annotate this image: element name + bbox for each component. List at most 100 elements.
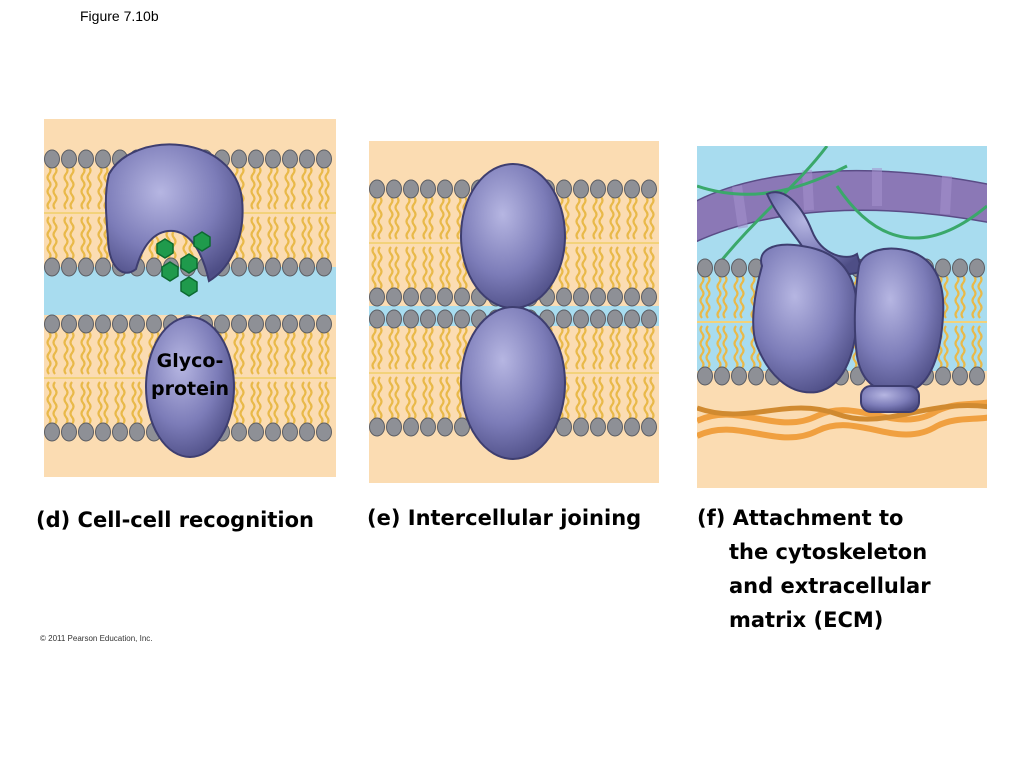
phospholipid-head (61, 422, 77, 442)
lipid-tail (445, 196, 451, 240)
lipid-tail (428, 326, 434, 370)
figure-title: Figure 7.10b (80, 8, 159, 24)
phospholipid-head (714, 366, 730, 386)
phospholipid-head (214, 314, 230, 334)
phospholipid-head (731, 366, 747, 386)
lipid-tail (324, 216, 330, 260)
lipid-tail (273, 381, 279, 425)
caption-text: (d) Cell-cell recognition (36, 508, 314, 532)
phospholipid-head (556, 309, 572, 329)
phospholipid-head (112, 314, 128, 334)
lipid-tail (439, 196, 445, 240)
lipid-tail (411, 326, 417, 370)
phospholipid-head (299, 422, 315, 442)
lipid-tail (456, 326, 462, 370)
lipid-tail (456, 246, 462, 290)
lipid-tail (103, 331, 109, 375)
lipid-tail (394, 326, 400, 370)
lipid-tail (284, 331, 290, 375)
lipid-tail (131, 331, 137, 375)
lipid-tail (290, 166, 296, 210)
phospholipid-head (714, 258, 730, 278)
phospholipid-head (697, 366, 713, 386)
lipid-tail (69, 381, 75, 425)
lipid-tail (69, 216, 75, 260)
lipid-tail (609, 196, 615, 240)
lipid-tail (615, 376, 621, 420)
caption-cell-cell-recognition: (d) Cell-cell recognition (36, 503, 314, 537)
phospholipid-head (299, 149, 315, 169)
phospholipid-head (316, 422, 332, 442)
lipid-tail (267, 166, 273, 210)
phospholipid-head (403, 287, 419, 307)
phospholipid-head (556, 179, 572, 199)
phospholipid-head (146, 257, 162, 277)
lipid-tail (405, 376, 411, 420)
lipid-tail (411, 376, 417, 420)
lipid-tail (120, 331, 126, 375)
phospholipid-head (386, 417, 402, 437)
phospholipid-head (44, 257, 60, 277)
phospholipid-head (386, 309, 402, 329)
lipid-tail (371, 246, 377, 290)
phospholipid-head (590, 287, 606, 307)
lipid-tail (411, 196, 417, 240)
phospholipid-head (129, 314, 145, 334)
phospholipid-head (265, 257, 281, 277)
lipid-tail (411, 246, 417, 290)
lipid-tail (439, 326, 445, 370)
caption-line: and extracellular (729, 574, 931, 598)
lipid-tail (564, 196, 570, 240)
phospholipid-head (129, 422, 145, 442)
glycoprotein-label: Glyco-protein (151, 350, 229, 400)
lipid-tail (564, 246, 570, 290)
phospholipid-head (590, 309, 606, 329)
ecm-binding-domain (860, 385, 920, 413)
phospholipid-head (78, 257, 94, 277)
phospholipid-head (248, 257, 264, 277)
lipid-tail (290, 331, 296, 375)
lipid-tail (649, 196, 655, 240)
phospholipid-head (61, 149, 77, 169)
phospholipid-head (78, 314, 94, 334)
caption-intercellular-joining: (e) Intercellular joining (367, 501, 641, 535)
lipid-tail (273, 166, 279, 210)
lipid-tail (377, 376, 383, 420)
lipid-tail (86, 331, 92, 375)
lipid-tail (318, 216, 324, 260)
lipid-tail (575, 246, 581, 290)
lipid-tail (575, 326, 581, 370)
cytoskeleton-filament (697, 169, 987, 243)
lipid-tail (46, 331, 52, 375)
lipid-tail (250, 216, 256, 260)
lipid-tail (377, 196, 383, 240)
lipid-tail (632, 246, 638, 290)
lipid-tail (598, 376, 604, 420)
phospholipid-head (624, 417, 640, 437)
lipid-tail (394, 196, 400, 240)
lipid-tail (120, 381, 126, 425)
phospholipid-head (386, 287, 402, 307)
lipid-tail (233, 331, 239, 375)
attachment-protein-right (853, 247, 945, 394)
carbohydrate-chain (156, 231, 211, 297)
phospholipid-head (420, 309, 436, 329)
phospholipid-head (748, 366, 764, 386)
phospholipid-head (78, 422, 94, 442)
phospholipid-head (44, 422, 60, 442)
phospholipid-head (731, 258, 747, 278)
lipid-tail (97, 216, 103, 260)
phospholipid-head (112, 422, 128, 442)
phospholipid-head (265, 422, 281, 442)
phospholipid-head (316, 149, 332, 169)
lipid-tail (445, 326, 451, 370)
lipid-tail (284, 216, 290, 260)
phospholipid-head (386, 179, 402, 199)
phospholipid-head (935, 366, 951, 386)
lipid-tail (46, 381, 52, 425)
glycoprotein (145, 316, 235, 458)
lipid-tail (439, 246, 445, 290)
phospholipid-head (369, 179, 385, 199)
lipid-tail (632, 326, 638, 370)
phospholipid-head (248, 149, 264, 169)
